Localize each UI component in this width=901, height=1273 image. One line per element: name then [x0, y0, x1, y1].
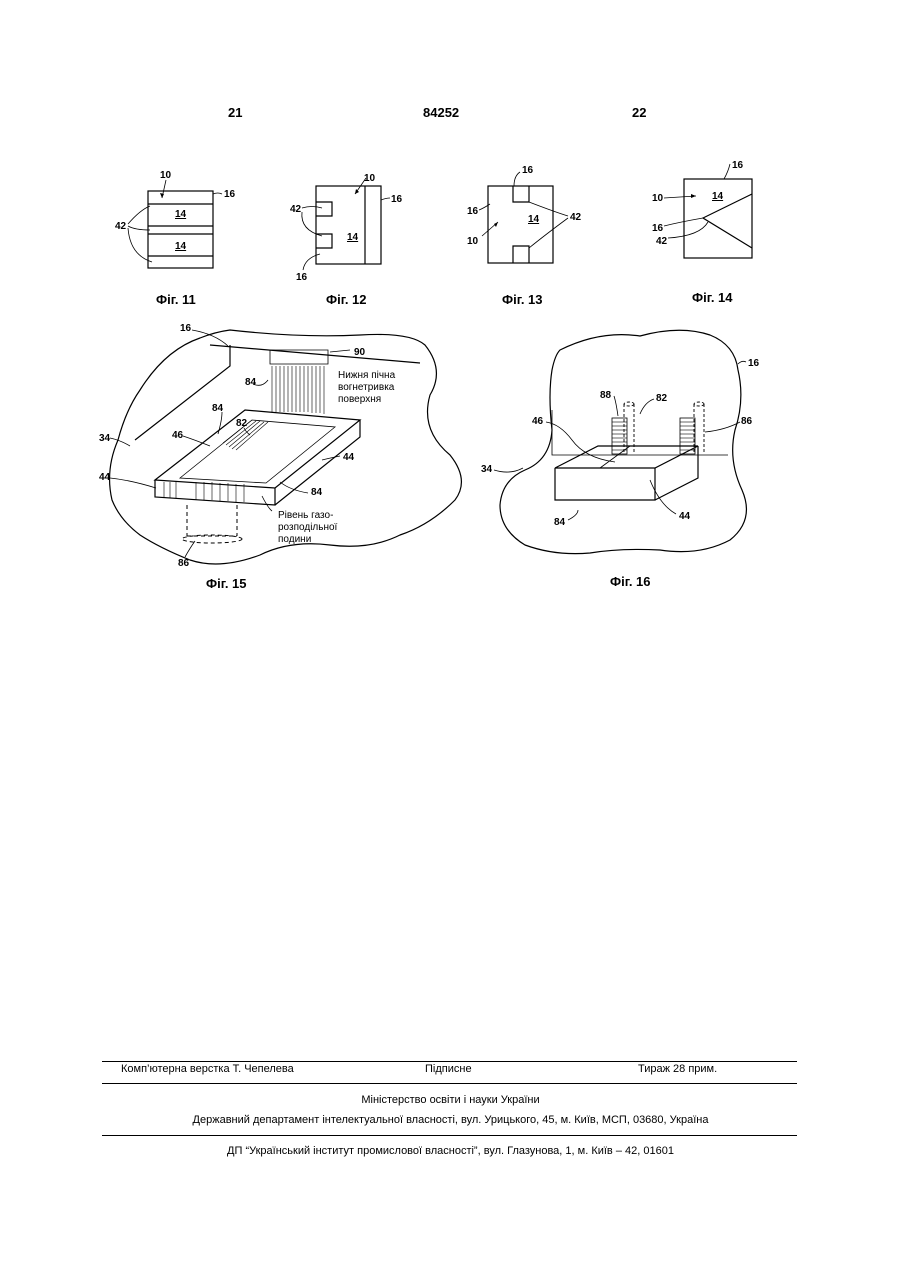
- fig15-label-90: 90: [354, 347, 366, 358]
- fig16-label-86: 86: [741, 416, 753, 427]
- fig15-label-34: 34: [99, 433, 111, 444]
- figure-12: 10 16 42 14 16 Фіг. 12: [290, 173, 403, 307]
- fig11-caption: Фіг. 11: [156, 292, 196, 307]
- figure-16: 16 88 82 46 86 34 84 44 Фіг. 16: [481, 330, 760, 589]
- fig16-label-34: 34: [481, 464, 493, 475]
- fig16-label-82: 82: [656, 393, 668, 404]
- fig12-label-42: 42: [290, 204, 302, 215]
- fig12-label-14: 14: [347, 232, 359, 243]
- fig15-label-44a: 44: [343, 452, 355, 463]
- fig11-label-16: 16: [224, 189, 236, 200]
- fig16-label-84: 84: [554, 517, 566, 528]
- fig15-label-86: 86: [178, 558, 190, 569]
- footer-signed: Підписне: [425, 1063, 472, 1075]
- footer-rule-bottom: [102, 1135, 797, 1136]
- figure-13: 16 16 10 42 14 Фіг. 13: [467, 165, 582, 307]
- fig13-label-42: 42: [570, 212, 582, 223]
- fig14-label-16a: 16: [732, 160, 744, 171]
- fig13-label-16b: 16: [467, 206, 479, 217]
- fig11-label-14a: 14: [175, 209, 187, 220]
- fig16-label-46: 46: [532, 416, 544, 427]
- fig11-label-42: 42: [115, 221, 127, 232]
- fig14-label-14: 14: [712, 191, 724, 202]
- fig12-label-10: 10: [364, 173, 376, 184]
- fig16-label-16: 16: [748, 358, 760, 369]
- figure-11: 10 16 42 14 14 Фіг. 11: [115, 170, 236, 307]
- figure-15: 16 90 Нижня пічна вогнетривка поверхня 8…: [99, 323, 461, 591]
- fig15-note-bottom-line2: вогнетривка: [338, 382, 395, 393]
- fig11-label-10: 10: [160, 170, 172, 181]
- fig15-label-82: 82: [236, 418, 248, 429]
- fig13-label-14: 14: [528, 214, 540, 225]
- fig15-label-84b: 84: [212, 403, 224, 414]
- fig15-label-16: 16: [180, 323, 192, 334]
- fig14-caption: Фіг. 14: [692, 290, 733, 305]
- fig14-label-42: 42: [656, 236, 668, 247]
- footer-circulation: Тираж 28 прим.: [638, 1063, 717, 1075]
- fig16-label-88: 88: [600, 390, 612, 401]
- fig16-label-44: 44: [679, 511, 691, 522]
- fig15-label-84a: 84: [245, 377, 257, 388]
- fig12-label-16a: 16: [391, 194, 403, 205]
- fig12-caption: Фіг. 12: [326, 292, 367, 307]
- fig12-label-16b: 16: [296, 272, 308, 283]
- fig11-label-14b: 14: [175, 241, 187, 252]
- footer-rule-middle: [102, 1083, 797, 1084]
- fig15-label-84c: 84: [311, 487, 323, 498]
- fig15-caption: Фіг. 15: [206, 576, 247, 591]
- fig13-label-10: 10: [467, 236, 479, 247]
- fig15-label-44b: 44: [99, 472, 111, 483]
- fig14-label-10: 10: [652, 193, 664, 204]
- fig14-label-16b: 16: [652, 223, 664, 234]
- footer-layout-credit: Комп’ютерна верстка Т. Чепелева: [121, 1063, 294, 1075]
- fig16-caption: Фіг. 16: [610, 574, 651, 589]
- fig15-note-level-line3: подини: [278, 534, 311, 545]
- patent-drawings: 10 16 42 14 14 Фіг. 11 10 16 42 14 16 Фі…: [0, 0, 901, 620]
- fig15-note-bottom-line1: Нижня пічна: [338, 370, 396, 381]
- fig15-note-level-line2: розподільної: [278, 522, 338, 533]
- fig13-label-16a: 16: [522, 165, 534, 176]
- fig15-note-bottom-line3: поверхня: [338, 394, 381, 405]
- fig15-label-46: 46: [172, 430, 184, 441]
- footer-institute: ДП “Український інститут промислової вла…: [0, 1145, 901, 1157]
- fig13-caption: Фіг. 13: [502, 292, 543, 307]
- figure-14: 16 10 14 16 42 Фіг. 14: [652, 160, 752, 305]
- footer-ministry: Міністерство освіти і науки України: [0, 1094, 901, 1106]
- footer-rule-top: [102, 1061, 797, 1062]
- fig15-note-level-line1: Рівень газо-: [278, 510, 333, 521]
- footer-department: Державний департамент інтелектуальної вл…: [0, 1114, 901, 1126]
